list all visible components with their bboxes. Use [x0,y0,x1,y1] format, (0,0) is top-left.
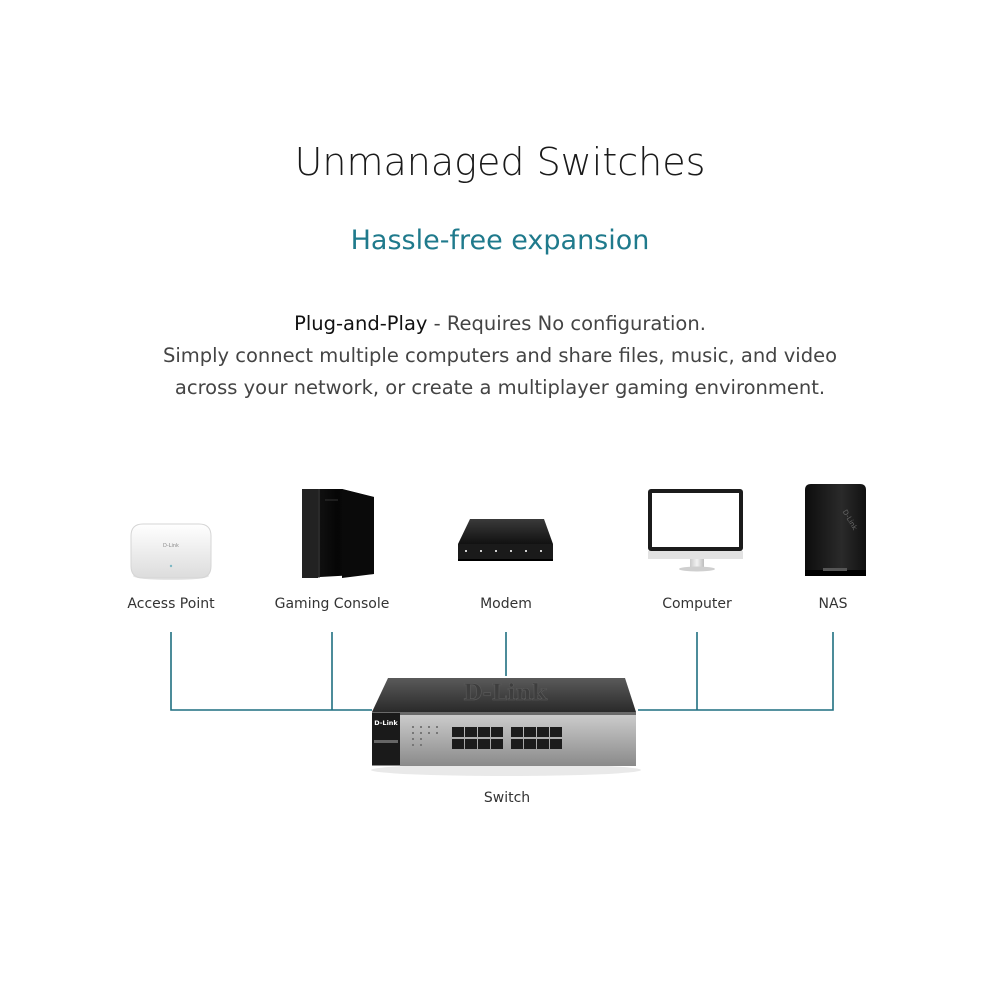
label-gaming-console: Gaming Console [274,596,390,612]
modem-icon [458,519,553,561]
connector-nas [638,632,834,711]
description-line-3: across your network, or create a multipl… [174,376,826,399]
description: Plug-and-Play - Requires No configuratio… [0,308,1000,404]
label-access-point: Access Point [127,596,215,612]
access-point-icon: D-Link [130,523,212,580]
nas-icon: D-Link [805,484,866,576]
page-title: Unmanaged Switches [294,140,706,184]
label-computer: Computer [662,596,732,612]
switch-icon: D-Link D-Link [371,678,641,776]
label-nas: NAS [818,596,848,612]
monitor-icon [648,489,743,572]
access-point-brand-mark: D-Link [163,543,179,549]
switch-brand-mark: D-Link [463,680,547,706]
description-lead-rest: - Requires No configuration. [427,312,706,335]
connector-lines [170,632,834,711]
switch-ports-left [452,727,503,749]
switch-ports-right [511,727,562,749]
description-line-1: Plug-and-Play - Requires No configuratio… [0,308,1000,340]
switch-leds [412,726,438,746]
label-modem: Modem [480,596,532,612]
label-switch: Switch [483,790,531,806]
description-line-2: Simply connect multiple computers and sh… [162,344,838,367]
connector-access-point [170,632,372,711]
description-lead: Plug-and-Play [294,312,428,335]
switch-front-brand-mark: D-Link [374,719,398,727]
page-subtitle: Hassle-free expansion [350,225,650,256]
gaming-console-icon [302,489,374,578]
